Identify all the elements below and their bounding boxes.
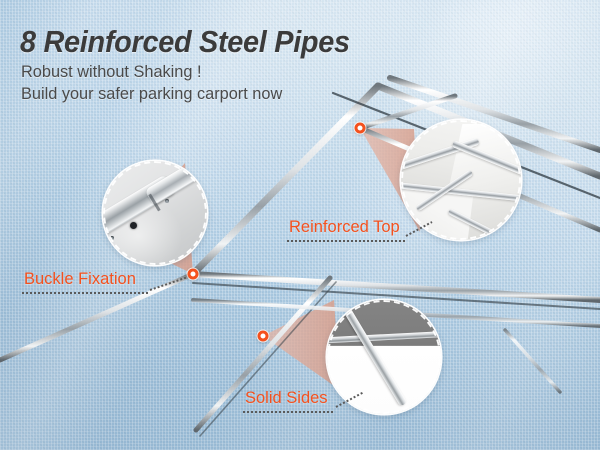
node-marker-buckle [187, 268, 199, 280]
subtitle-line-1: Robust without Shaking ! [21, 62, 202, 81]
callout-label-buckle-fixation: Buckle Fixation [24, 270, 136, 288]
magnifier-reinforced-top [401, 120, 521, 240]
rivet-icon [110, 236, 114, 240]
callout-reinforced-top: Reinforced Top [287, 218, 405, 242]
rivet-secondary-icon [165, 199, 169, 203]
magnifier-buckle-fixation [103, 161, 207, 265]
node-marker-sides [257, 330, 269, 342]
solid-sides-detail-photo [327, 300, 441, 414]
side-diagonal-brace [337, 300, 408, 407]
callout-buckle-fixation: Buckle Fixation [22, 270, 150, 294]
callout-underline-top [287, 240, 405, 242]
callout-label-solid-sides: Solid Sides [245, 389, 328, 407]
callout-underline-sides [243, 411, 335, 413]
callout-label-reinforced-top: Reinforced Top [289, 218, 400, 236]
magnifier-solid-sides [327, 300, 441, 414]
callout-solid-sides: Solid Sides [243, 389, 335, 413]
reinforced-top-detail-photo [401, 120, 521, 240]
callout-underline-buckle [22, 292, 150, 294]
node-marker-top [354, 122, 366, 134]
buckle-pin-hole [130, 222, 137, 229]
buckle-detail-photo [103, 161, 207, 265]
side-panel-rail [327, 330, 441, 344]
page-title: 8 Reinforced Steel Pipes [20, 24, 350, 59]
subtitle-line-2: Build your safer parking carport now [21, 84, 283, 103]
